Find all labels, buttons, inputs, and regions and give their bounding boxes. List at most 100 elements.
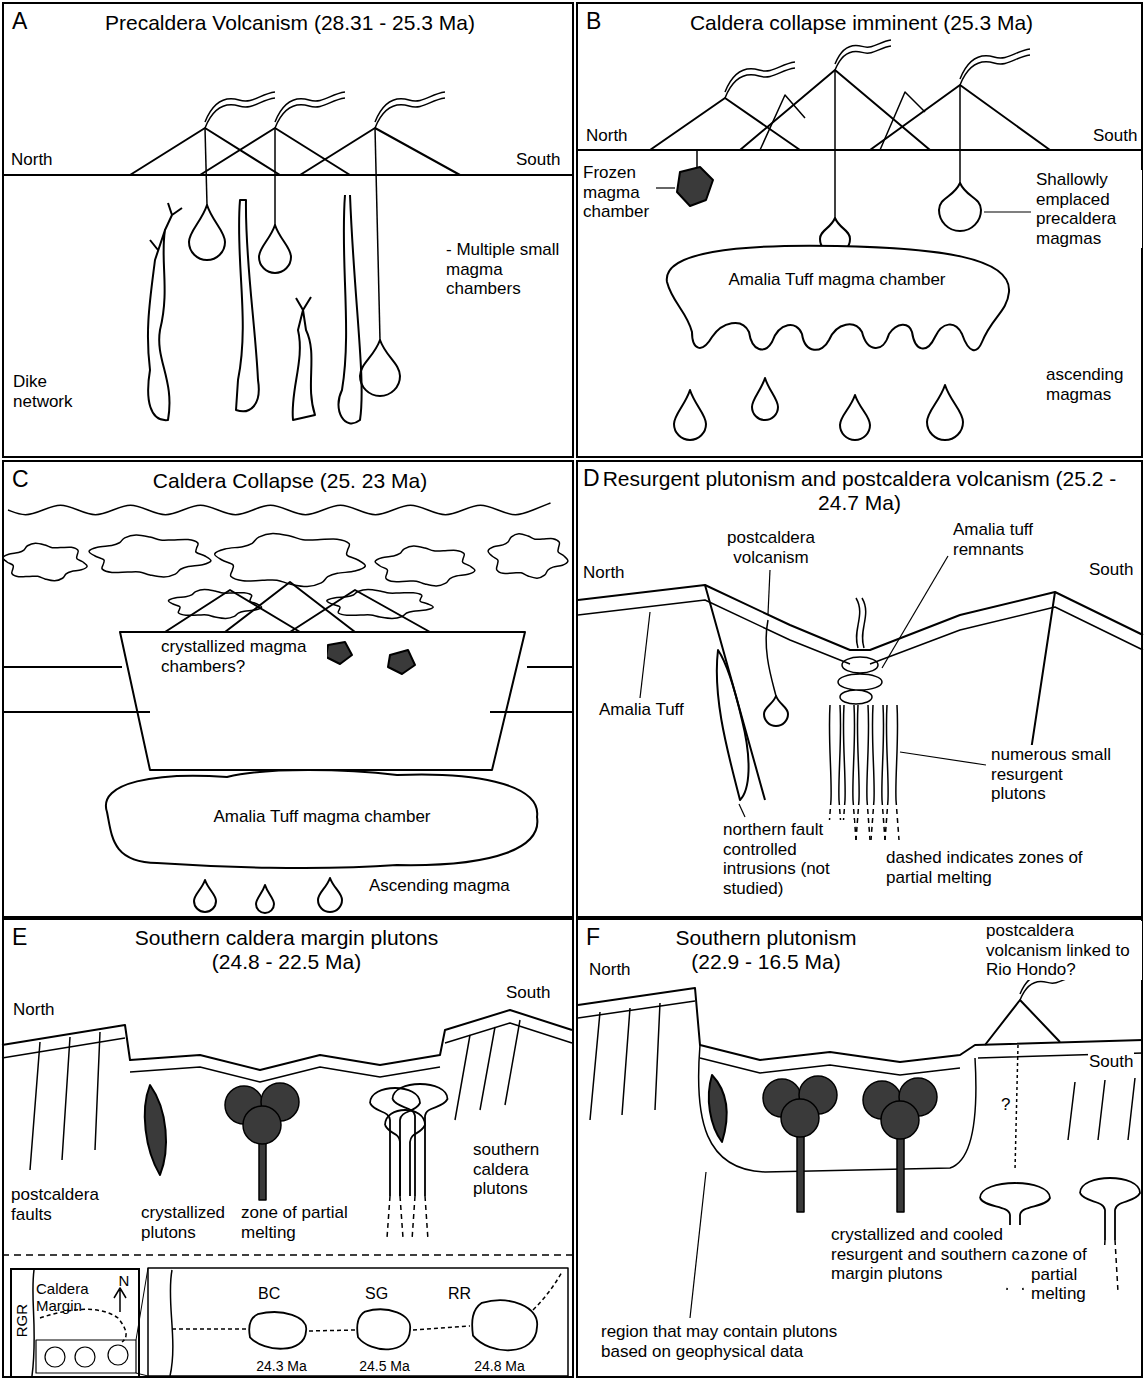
magma-chamber <box>764 696 788 726</box>
inset-frame <box>36 1340 136 1373</box>
volcanic-plume <box>375 92 445 122</box>
volcano <box>985 1000 1060 1045</box>
ascending-magma <box>674 390 706 440</box>
leader-line <box>768 570 770 614</box>
leader-line <box>739 804 745 817</box>
magma-chamber <box>259 225 291 273</box>
margin-trace <box>309 1330 355 1331</box>
annotation-label: postcaldera volcanism linked to Rio Hond… <box>985 921 1142 980</box>
partial-melt-zone <box>856 800 870 840</box>
frozen-chamber <box>677 167 713 206</box>
pluton-age: 24.8 Ma <box>452 1358 547 1374</box>
annotation-label: postcaldera faults <box>10 1185 102 1224</box>
magma-chamber: Amalia Tuff magma chamber <box>657 242 1017 357</box>
magma-chamber <box>360 340 400 396</box>
conduit <box>766 620 776 696</box>
conduit <box>274 128 276 225</box>
ash-cloud <box>375 546 475 586</box>
ash-cloud <box>3 543 87 581</box>
ash-cloud <box>8 503 551 515</box>
annotation-label: South <box>505 983 551 1003</box>
ground-surface <box>2 174 572 176</box>
annotation-label: North <box>10 150 54 170</box>
annotation-label: ? <box>1000 1095 1011 1115</box>
crystallized-pluton <box>709 1075 727 1142</box>
volcanic-plume <box>960 55 1030 85</box>
volcanic-plume <box>275 92 345 122</box>
pluton-oval: RR 24.8 Ma <box>442 1285 552 1379</box>
leader-line <box>690 1172 706 1318</box>
ascending-magma <box>318 878 342 912</box>
volcano <box>650 70 1050 150</box>
annotation-label: postcaldera volcanism <box>720 528 822 567</box>
vent-plume <box>856 598 866 648</box>
chamber-outline <box>667 246 1009 350</box>
volcanic-plume <box>375 98 445 128</box>
pluton-outline <box>355 1305 413 1355</box>
partial-melt-zone <box>412 1196 428 1240</box>
pluton-outline <box>370 1088 420 1196</box>
collapse-block <box>120 632 525 770</box>
ground-surface <box>578 585 1143 650</box>
volcanic-plume <box>205 98 275 128</box>
panel-title: Southern caldera margin plutons (24.8 - … <box>114 926 459 974</box>
volcano <box>130 128 460 175</box>
annotation-label: North <box>585 126 629 146</box>
tuff-layer <box>578 1001 1143 1075</box>
volcanic-plume <box>835 40 891 64</box>
partial-melt-zone <box>387 1196 403 1238</box>
stage-panel: CCaldera Collapse (25. 23 Ma)Amalia Tuff… <box>2 460 574 918</box>
pluton-outline <box>247 1308 309 1354</box>
magma-chamber <box>189 205 225 260</box>
ground-surface <box>578 149 1143 151</box>
pluton-age: 24.5 Ma <box>337 1358 432 1374</box>
annotation-label: North <box>582 563 626 583</box>
conduit <box>959 85 961 183</box>
volcanic-plume <box>205 92 275 122</box>
panel-letter: E <box>12 924 42 950</box>
panel-letter: F <box>586 924 616 950</box>
postcaldera-fault <box>590 1003 1135 1140</box>
crystallized-chamber <box>326 642 352 664</box>
annotation-label: Amalia tuff remnants <box>952 520 1049 559</box>
ash-cloud <box>488 534 568 578</box>
pluton-name: BC <box>258 1285 298 1303</box>
annotation-label: South <box>1088 560 1134 580</box>
dike <box>293 297 315 420</box>
panel-letter: A <box>12 8 42 34</box>
conduit <box>375 128 380 340</box>
inset-frame <box>148 1268 568 1376</box>
stage-panel: FSouthern plutonism (22.9 - 16.5 Ma) <box>576 918 1143 1378</box>
panel-title: Precaldera Volcanism (28.31 - 25.3 Ma) <box>4 11 576 35</box>
panel-letter: C <box>12 466 42 492</box>
panel-title: Caldera collapse imminent (25.3 Ma) <box>578 11 1145 35</box>
pluton-age: 24.3 Ma <box>234 1358 329 1374</box>
annotation-label: crystallized magma chambers? <box>160 637 327 676</box>
resurgent-pluton <box>886 705 897 800</box>
pluton-outline <box>1080 1178 1140 1240</box>
river <box>32 1270 34 1376</box>
margin-label: Caldera Margin <box>36 1280 108 1315</box>
dike <box>338 195 361 423</box>
dike <box>148 203 182 420</box>
annotation-label: zone of partial melting <box>240 1203 372 1242</box>
leader-line <box>640 612 650 698</box>
annotation-label: ascending magmas <box>1045 365 1139 404</box>
pluton-name: RR <box>448 1285 482 1303</box>
chamber-label: Amalia Tuff magma chamber <box>97 807 547 827</box>
pluton-outline <box>470 1295 540 1357</box>
ascending-magma <box>927 385 963 440</box>
chamber-label: Amalia Tuff magma chamber <box>657 270 1017 290</box>
pluton-oval: BC 24.3 Ma <box>234 1285 329 1379</box>
caldera-margin <box>172 1328 247 1330</box>
pluton-outline <box>385 1110 425 1196</box>
tuff-remnant <box>838 657 882 704</box>
crystallized-pluton <box>781 1099 819 1137</box>
annotation-label: zone of partial melting <box>1030 1245 1107 1304</box>
resurgent-pluton <box>829 705 840 800</box>
annotation-label: South <box>515 150 561 170</box>
volcanic-plume <box>725 68 795 98</box>
inset-divider <box>2 1254 572 1256</box>
magma-chamber: Amalia Tuff magma chamber <box>97 767 547 872</box>
